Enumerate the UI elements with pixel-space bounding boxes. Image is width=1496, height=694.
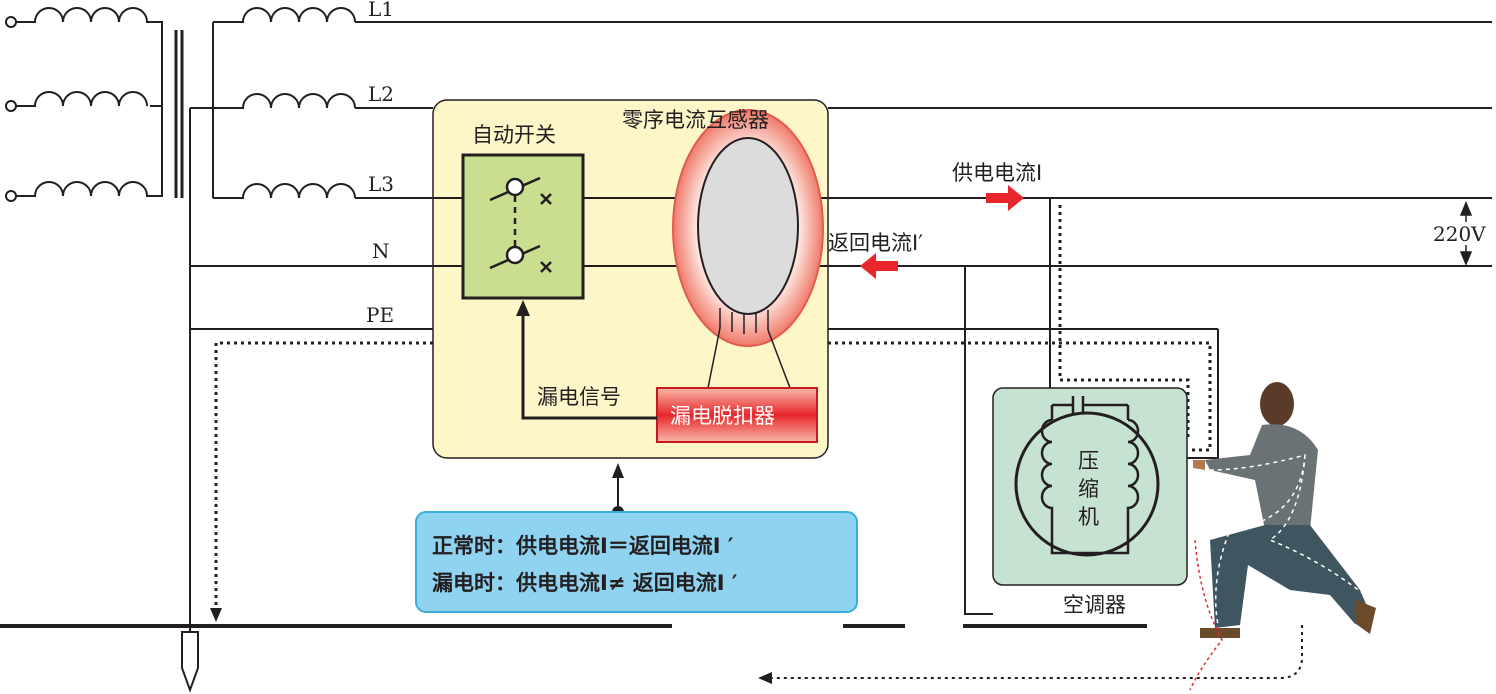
leak-trip-unit <box>656 387 818 443</box>
supply-arrow-icon <box>986 185 1024 211</box>
ground-electrode <box>181 631 199 693</box>
return-arrow-icon <box>860 253 898 279</box>
air-conditioner <box>992 387 1188 586</box>
supply-current-label: 供电电流I <box>952 161 1042 185</box>
label-pe: PE <box>366 303 394 327</box>
transformer-primary <box>5 7 184 202</box>
label-l1: L1 <box>368 0 394 21</box>
arrow-left-icon <box>758 672 772 684</box>
auto-switch[interactable] <box>461 153 585 300</box>
return-current-label: 返回电流I′ <box>828 231 923 255</box>
label-l3: L3 <box>368 172 394 196</box>
compressor-char-2: 缩 <box>1078 477 1099 501</box>
leakage-path <box>214 205 1303 679</box>
zero-sequence-transformer <box>672 109 824 389</box>
label-n: N <box>372 239 390 263</box>
transformer-label: 零序电流互感器 <box>622 108 769 132</box>
arrow-down-icon <box>210 608 222 622</box>
appliance-label: 空调器 <box>1063 593 1126 617</box>
arrow-up-icon <box>516 300 530 316</box>
trip-label: 漏电脱扣器 <box>670 404 775 428</box>
person-figure <box>1193 382 1376 638</box>
voltage-indicator <box>1459 201 1473 266</box>
transformer-secondary <box>189 7 356 690</box>
label-l2: L2 <box>368 82 394 106</box>
compressor-char-3: 机 <box>1078 505 1099 529</box>
info-leak: 漏电时：供电电流I≠ 返回电流I ′ <box>432 571 738 595</box>
voltage-label: 220V <box>1433 222 1486 246</box>
compressor-char-1: 压 <box>1078 449 1099 473</box>
info-box <box>415 511 858 613</box>
signal-line <box>521 312 657 420</box>
switch-label: 自动开关 <box>472 123 556 147</box>
signal-label: 漏电信号 <box>537 385 621 409</box>
info-normal: 正常时：供电电流I＝返回电流I ′ <box>432 534 734 558</box>
